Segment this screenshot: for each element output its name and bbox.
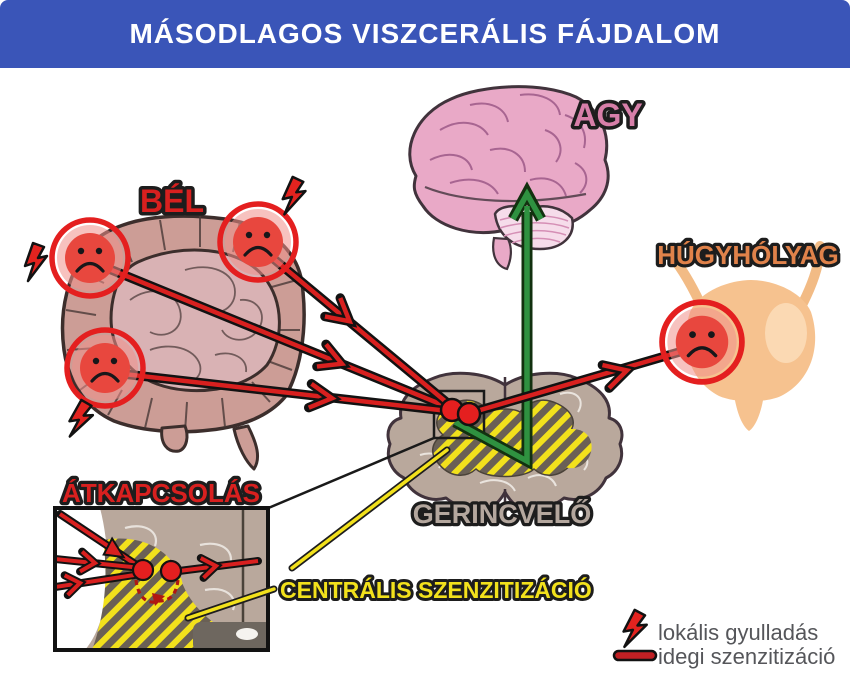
inset-border [53, 506, 270, 652]
inset-sensitization-pointer-line [184, 585, 278, 622]
pain-face-gut-1 [52, 220, 128, 296]
inset-neuron-dot-2 [159, 559, 183, 583]
spinal-cord-label: GERINCVELŐ [413, 498, 592, 529]
ascending-pathway-arrow [452, 181, 546, 471]
title-banner: MÁSODLAGOS VISZCERÁLIS FÁJDALOM [0, 0, 850, 68]
central-sensitization-area-ext [558, 429, 592, 469]
nerve-sensitization-arrows [92, 245, 705, 427]
pain-face-bladder [662, 302, 742, 382]
arrow-gut2-to-cord [258, 245, 456, 411]
page-title: MÁSODLAGOS VISZCERÁLIS FÁJDALOM [129, 18, 721, 49]
inset-neuron-dot-1 [131, 558, 155, 582]
brain-gyri-lines [429, 93, 588, 197]
gut-label: BÉL [140, 183, 204, 219]
inflammation-bolt-icon-bottom [65, 397, 97, 442]
arrow-cord-to-bladder [465, 341, 705, 418]
legend-item-label: idegi szenzitizáció [658, 644, 835, 669]
lightning-bolt-icon [620, 607, 650, 651]
bladder-label: HÚGYHÓLYAG [657, 240, 839, 270]
sensitization-pointer-lines [288, 446, 451, 572]
legend: lokális gyulladás idegi szenzitizáció [612, 607, 835, 669]
arrow-gut1-to-cord [92, 259, 455, 413]
inflammation-bolt-icon-left [23, 241, 49, 283]
pain-face-gut-3 [67, 330, 143, 406]
inset-connector-line [265, 436, 435, 511]
arrow-gut3-to-cord [110, 368, 453, 416]
nerve-line-icon [612, 649, 658, 662]
cerebellum-folia-lines [499, 214, 570, 244]
zoom-region-square [432, 389, 486, 440]
inflammation-bolt-icon-top [280, 174, 308, 218]
relay-neuron-dot-2 [456, 401, 482, 427]
brain-label: AGY [573, 97, 642, 133]
brain-illustration [408, 85, 610, 271]
central-sensitization-label: CENTRÁLIS SZENZITIZÁCIÓ [280, 576, 592, 603]
relay-label: ÁTKAPCSOLÁS [62, 478, 260, 508]
relay-inset-box [53, 506, 270, 652]
legend-item-label: lokális gyulladás [658, 620, 818, 645]
